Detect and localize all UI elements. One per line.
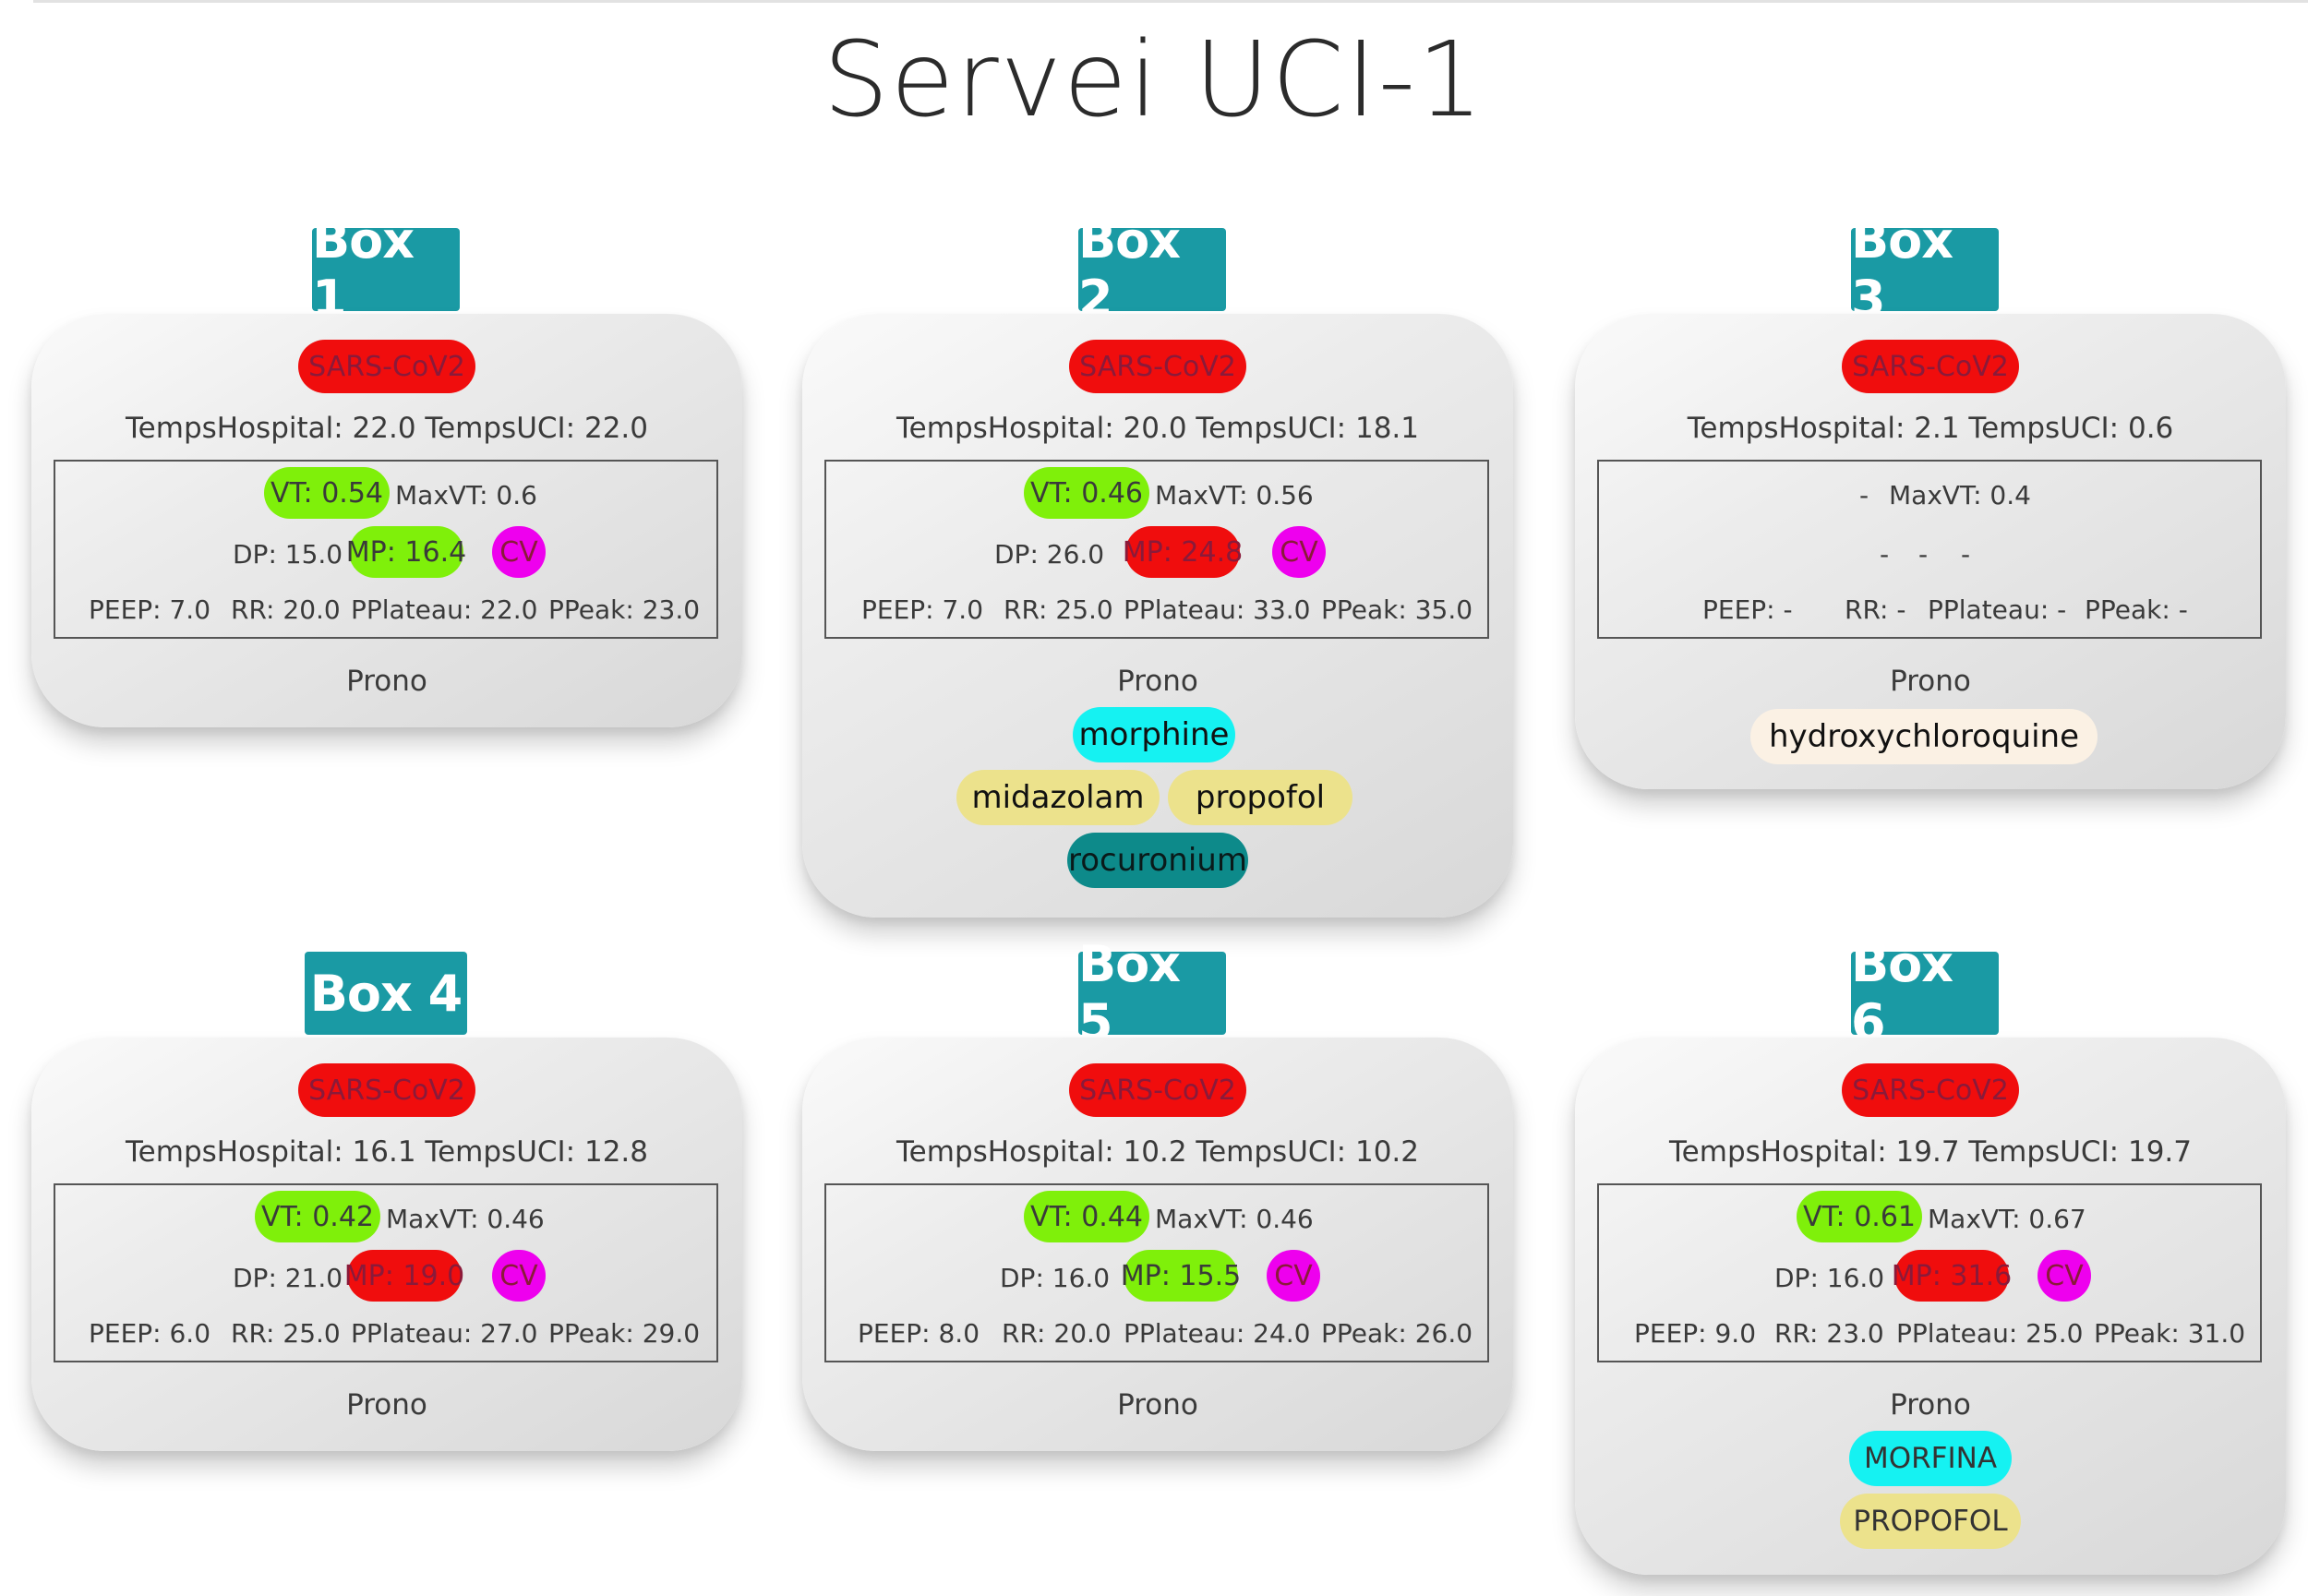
driving-pressure: DP: 16.0 (1000, 1263, 1111, 1293)
drug-badge: propofol (1168, 770, 1352, 825)
patient-position: Prono (1890, 1388, 1971, 1422)
box-5-tab[interactable]: Box 5 (1078, 935, 1226, 1051)
ventilation-metrics: VT: 0.61 MaxVT: 0.67 DP: 16.0 MP: 31.6 C… (1597, 1183, 2262, 1362)
vt-badge: VT: 0.46 (1024, 467, 1149, 519)
plateau-pressure: PPlateau: 22.0 (351, 594, 538, 625)
peep: PEEP: - (1702, 594, 1793, 625)
box-5-card[interactable]: SARS-CoV2 TempsHospital: 10.2 TempsUCI: … (802, 1038, 1513, 1451)
peep: PEEP: 8.0 (858, 1318, 980, 1349)
ventilation-metrics: VT: 0.54 MaxVT: 0.6 DP: 15.0 MP: 16.4 CV… (54, 460, 718, 639)
respiratory-rate: RR: 23.0 (1774, 1318, 1884, 1349)
driving-pressure: DP: 21.0 (233, 1263, 343, 1293)
mp-badge: MP: 15.5 (1121, 1250, 1241, 1302)
vt-badge: VT: 0.44 (1024, 1191, 1149, 1242)
cv-badge: CV (1272, 526, 1326, 578)
peep: PEEP: 9.0 (1634, 1318, 1757, 1349)
box-3-tab[interactable]: Box 3 (1851, 211, 1999, 328)
diagnosis-badge: SARS-CoV2 (298, 340, 475, 393)
patient-position: Prono (346, 1388, 427, 1422)
box-1-tab[interactable]: Box 1 (312, 211, 460, 328)
peak-pressure: PPeak: 35.0 (1321, 594, 1473, 625)
ventilation-metrics: VT: 0.44 MaxVT: 0.46 DP: 16.0 MP: 15.5 C… (824, 1183, 1489, 1362)
ventilation-metrics: - MaxVT: 0.4 - - - PEEP: - RR: - PPlatea… (1597, 460, 2262, 639)
vt-badge: VT: 0.61 (1797, 1191, 1922, 1242)
cv-badge: CV (492, 1250, 546, 1302)
diagnosis-badge: SARS-CoV2 (1069, 1063, 1246, 1117)
box-4-tab[interactable]: Box 4 (305, 952, 467, 1035)
stay-times: TempsHospital: 19.7 TempsUCI: 19.7 (1669, 1135, 2192, 1169)
box-1-card[interactable]: SARS-CoV2 TempsHospital: 22.0 TempsUCI: … (31, 314, 742, 727)
box-2-card[interactable]: SARS-CoV2 TempsHospital: 20.0 TempsUCI: … (802, 314, 1513, 918)
stay-times: TempsHospital: 22.0 TempsUCI: 22.0 (126, 412, 648, 445)
respiratory-rate: RR: - (1845, 594, 1906, 625)
patient-position: Prono (346, 665, 427, 698)
box-2-tab[interactable]: Box 2 (1078, 211, 1226, 328)
plateau-pressure: PPlateau: 24.0 (1124, 1318, 1311, 1349)
respiratory-rate: RR: 25.0 (1004, 594, 1113, 625)
max-vt: MaxVT: 0.46 (386, 1204, 545, 1234)
patient-position: Prono (1117, 665, 1198, 698)
max-vt: MaxVT: 0.6 (395, 480, 537, 510)
patient-position: Prono (1890, 665, 1971, 698)
peep: PEEP: 6.0 (89, 1318, 211, 1349)
plateau-pressure: PPlateau: 25.0 (1896, 1318, 2084, 1349)
driving-pressure: DP: 26.0 (994, 539, 1105, 570)
top-divider (33, 0, 2308, 3)
drug-badge: hydroxychloroquine (1750, 709, 2098, 764)
peak-pressure: PPeak: 31.0 (2094, 1318, 2246, 1349)
drug-badge: rocuronium (1067, 833, 1248, 888)
driving-pressure: DP: 16.0 (1774, 1263, 1885, 1293)
diagnosis-badge: SARS-CoV2 (1069, 340, 1246, 393)
diagnosis-badge: SARS-CoV2 (298, 1063, 475, 1117)
ventilation-metrics: VT: 0.42 MaxVT: 0.46 DP: 21.0 MP: 19.0 C… (54, 1183, 718, 1362)
box-4-card[interactable]: SARS-CoV2 TempsHospital: 16.1 TempsUCI: … (31, 1038, 742, 1451)
drug-badge: MORFINA (1849, 1431, 2012, 1486)
dp-empty: - (1880, 539, 1890, 570)
stay-times: TempsHospital: 16.1 TempsUCI: 12.8 (126, 1135, 648, 1169)
vt-badge: VT: 0.42 (255, 1191, 380, 1242)
cv-badge: CV (2038, 1250, 2091, 1302)
mp-badge: MP: 16.4 (346, 526, 466, 578)
cv-badge: CV (1267, 1250, 1320, 1302)
peak-pressure: PPeak: 26.0 (1321, 1318, 1473, 1349)
peak-pressure: PPeak: 23.0 (548, 594, 701, 625)
max-vt: MaxVT: 0.56 (1155, 480, 1314, 510)
mp-badge: MP: 19.0 (344, 1250, 464, 1302)
vt-value: - (1859, 480, 1869, 510)
respiratory-rate: RR: 20.0 (1002, 1318, 1112, 1349)
plateau-pressure: PPlateau: - (1928, 594, 2067, 625)
stay-times: TempsHospital: 10.2 TempsUCI: 10.2 (896, 1135, 1419, 1169)
box-6-tab[interactable]: Box 6 (1851, 935, 1999, 1051)
max-vt: MaxVT: 0.4 (1889, 480, 2031, 510)
stay-times: TempsHospital: 2.1 TempsUCI: 0.6 (1687, 412, 2174, 445)
peep: PEEP: 7.0 (89, 594, 211, 625)
diagnosis-badge: SARS-CoV2 (1842, 1063, 2019, 1117)
driving-pressure: DP: 15.0 (233, 539, 343, 570)
respiratory-rate: RR: 25.0 (231, 1318, 341, 1349)
box-3-card[interactable]: SARS-CoV2 TempsHospital: 2.1 TempsUCI: 0… (1575, 314, 2286, 789)
mp-badge: MP: 31.6 (1892, 1250, 2012, 1302)
patient-position: Prono (1117, 1388, 1198, 1422)
peep: PEEP: 7.0 (861, 594, 984, 625)
respiratory-rate: RR: 20.0 (231, 594, 341, 625)
ventilation-metrics: VT: 0.46 MaxVT: 0.56 DP: 26.0 MP: 24.8 C… (824, 460, 1489, 639)
vt-badge: VT: 0.54 (264, 467, 390, 519)
mp-badge: MP: 24.8 (1123, 526, 1243, 578)
plateau-pressure: PPlateau: 33.0 (1124, 594, 1311, 625)
drug-badge: midazolam (956, 770, 1160, 825)
max-vt: MaxVT: 0.46 (1155, 1204, 1314, 1234)
cv-empty: - (1961, 539, 1971, 570)
drug-badge: PROPOFOL (1840, 1494, 2021, 1549)
box-6-card[interactable]: SARS-CoV2 TempsHospital: 19.7 TempsUCI: … (1575, 1038, 2286, 1575)
stay-times: TempsHospital: 20.0 TempsUCI: 18.1 (896, 412, 1419, 445)
plateau-pressure: PPlateau: 27.0 (351, 1318, 538, 1349)
drug-badge: morphine (1073, 707, 1235, 762)
cv-badge: CV (492, 526, 546, 578)
peak-pressure: PPeak: - (2085, 594, 2188, 625)
peak-pressure: PPeak: 29.0 (548, 1318, 701, 1349)
page-title: Servei UCI-1 (823, 20, 1485, 140)
diagnosis-badge: SARS-CoV2 (1842, 340, 2019, 393)
max-vt: MaxVT: 0.67 (1928, 1204, 2086, 1234)
mp-empty: - (1918, 539, 1929, 570)
